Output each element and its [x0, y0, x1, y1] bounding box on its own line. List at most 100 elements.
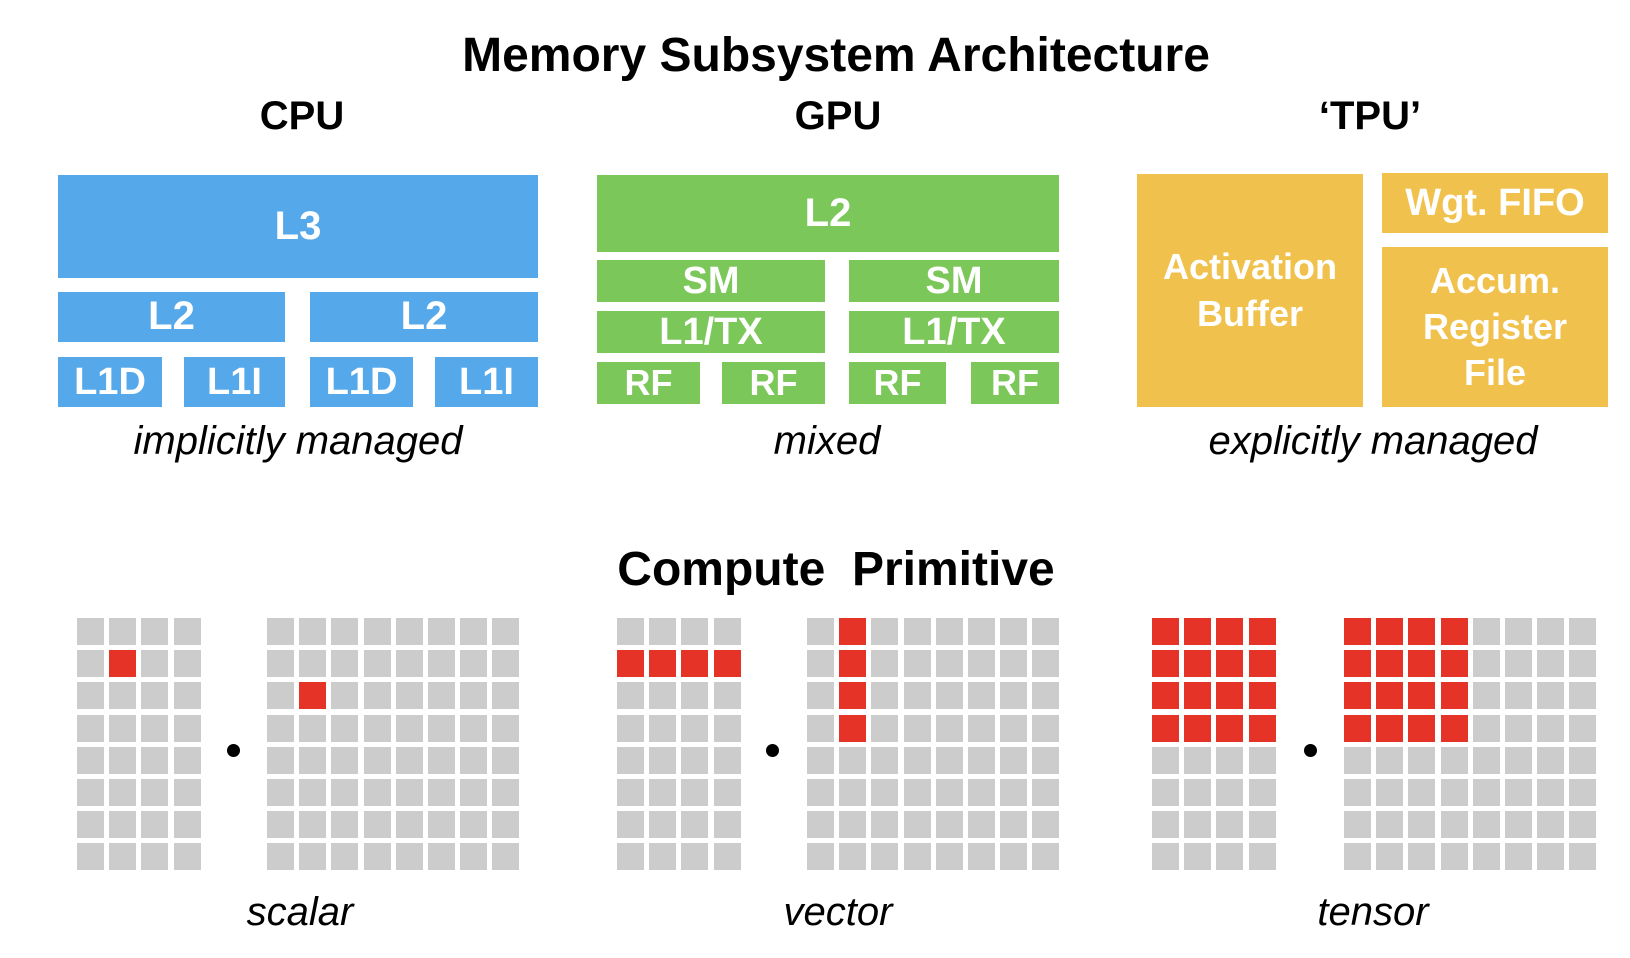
grid-cell	[1569, 714, 1597, 742]
grid-cell	[1248, 746, 1276, 774]
grid-cell	[1537, 618, 1565, 645]
grid-cell	[77, 778, 104, 806]
grid-cell	[299, 650, 327, 678]
dot-product-operator	[226, 743, 240, 757]
grid-cell	[299, 714, 327, 742]
grid-cell	[649, 714, 677, 742]
grid-cell-active	[1152, 650, 1179, 678]
grid-cell	[173, 714, 201, 742]
grid-cell	[363, 811, 391, 839]
grid-cell	[395, 778, 423, 806]
compute-primitive-title: Compute Primitive	[617, 543, 1055, 596]
grid-cell	[1376, 778, 1404, 806]
grid-cell	[935, 618, 963, 645]
grid-cell	[141, 778, 169, 806]
grid-cell	[1152, 778, 1179, 806]
grid-cell	[649, 778, 677, 806]
grid-cell-active	[1216, 714, 1244, 742]
grid-cell	[173, 843, 201, 871]
grid-cell	[1184, 778, 1212, 806]
grid-cell	[839, 778, 867, 806]
caption-implicitly-managed: implicitly managed	[133, 419, 463, 463]
grid-cell	[713, 618, 741, 645]
grid-cell	[903, 650, 931, 678]
grid-cell	[363, 778, 391, 806]
grid-cell-active	[1184, 682, 1212, 710]
grid-cell	[617, 811, 644, 839]
matrix-grid-left-tensor	[1152, 618, 1276, 871]
grid-cell	[460, 650, 488, 678]
grid-cell	[109, 843, 137, 871]
grid-cell	[1184, 811, 1212, 839]
grid-cell	[427, 618, 455, 645]
grid-cell	[713, 843, 741, 871]
box-l2: L2	[310, 292, 538, 342]
grid-cell	[299, 746, 327, 774]
box-l3: L3	[58, 175, 538, 278]
grid-cell	[299, 843, 327, 871]
grid-cell	[331, 843, 359, 871]
grid-cell	[1537, 714, 1565, 742]
grid-cell	[363, 682, 391, 710]
grid-cell	[492, 650, 520, 678]
grid-cell	[395, 843, 423, 871]
grid-cell	[1504, 618, 1532, 645]
box-accum-register-file: Accum. Register File	[1382, 247, 1608, 407]
grid-cell-active	[1248, 714, 1276, 742]
grid-cell	[1472, 811, 1500, 839]
box-l1d: L1D	[58, 357, 162, 407]
grid-cell	[1032, 811, 1060, 839]
grid-cell	[1537, 746, 1565, 774]
grid-cell	[903, 811, 931, 839]
grid-cell	[807, 746, 834, 774]
grid-cell	[109, 618, 137, 645]
grid-cell	[713, 682, 741, 710]
grid-cell	[77, 682, 104, 710]
grid-cell	[141, 650, 169, 678]
grid-cell-active	[1376, 682, 1404, 710]
grid-cell	[967, 811, 995, 839]
grid-cell-active	[839, 650, 867, 678]
grid-cell	[427, 811, 455, 839]
grid-cell	[617, 714, 644, 742]
grid-cell-active	[1344, 618, 1371, 645]
grid-cell	[1344, 746, 1371, 774]
grid-cell	[1032, 843, 1060, 871]
grid-cell	[1248, 811, 1276, 839]
grid-cell-active	[1152, 714, 1179, 742]
grid-cell	[1537, 778, 1565, 806]
grid-cell	[1440, 778, 1468, 806]
grid-cell	[935, 650, 963, 678]
grid-cell	[935, 714, 963, 742]
grid-cell	[871, 843, 899, 871]
grid-cell	[173, 618, 201, 645]
grid-cell	[77, 811, 104, 839]
grid-cell	[935, 843, 963, 871]
grid-cell	[109, 778, 137, 806]
grid-cell	[1472, 714, 1500, 742]
grid-cell	[363, 746, 391, 774]
grid-cell	[331, 746, 359, 774]
grid-cell	[1472, 778, 1500, 806]
grid-cell-active	[839, 682, 867, 710]
grid-cell	[492, 618, 520, 645]
grid-cell	[363, 714, 391, 742]
grid-cell	[299, 811, 327, 839]
grid-cell	[460, 811, 488, 839]
grid-cell	[77, 650, 104, 678]
grid-cell	[1504, 746, 1532, 774]
grid-cell	[1472, 746, 1500, 774]
box-l2: L2	[58, 292, 285, 342]
grid-cell	[807, 650, 834, 678]
grid-cell-active	[1408, 650, 1436, 678]
grid-cell	[1569, 650, 1597, 678]
grid-cell	[617, 843, 644, 871]
grid-cell	[1184, 843, 1212, 871]
grid-cell	[681, 618, 709, 645]
grid-cell	[1569, 746, 1597, 774]
box-rf: RF	[971, 362, 1059, 404]
grid-cell	[1000, 746, 1028, 774]
grid-cell	[649, 811, 677, 839]
grid-cell-active	[1440, 682, 1468, 710]
grid-cell	[331, 682, 359, 710]
